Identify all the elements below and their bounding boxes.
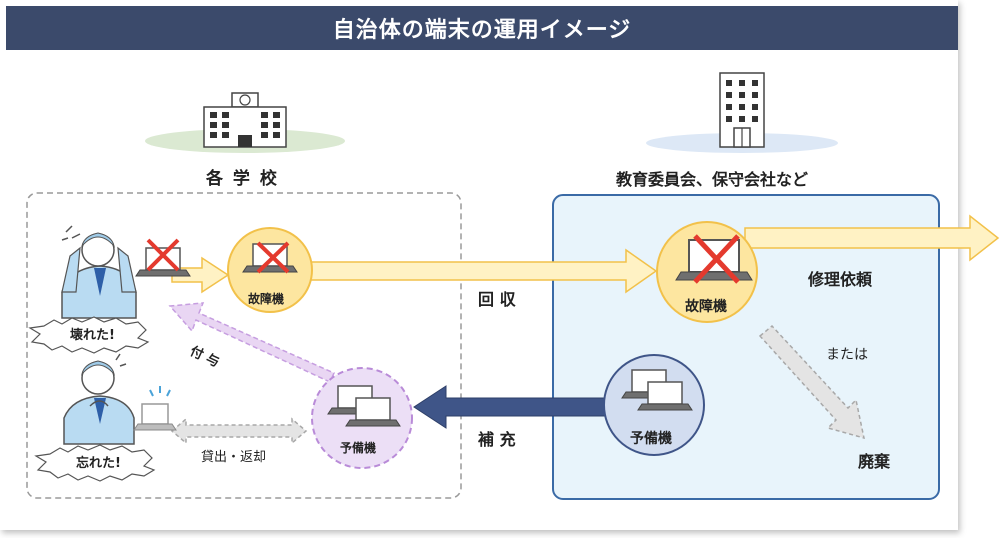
school-label: 各 学 校 [206, 169, 279, 189]
office-building-icon [646, 72, 838, 153]
office-spare-label: 予備機 [630, 431, 672, 447]
forgot-bubble-text: 忘れた! [76, 456, 121, 471]
cross-icon [693, 234, 740, 284]
report-arrow [171, 256, 230, 294]
dispose-arrow [758, 324, 865, 440]
grant-arrow [168, 302, 335, 384]
office-broken-label: 故障機 [685, 299, 727, 315]
lend-label: 貸出・返却 [201, 450, 267, 465]
collect-arrow [299, 248, 658, 294]
supply-label: 補 充 [478, 430, 516, 449]
laptop-icon [133, 386, 177, 431]
cross-icon [256, 241, 290, 274]
repair-arrow [744, 214, 1000, 262]
cross-icon [146, 238, 180, 272]
surprised-person-icon [63, 353, 135, 445]
school-broken-label: 故障機 [248, 292, 285, 306]
or-label: または [826, 347, 868, 363]
page-title: 自治体の端末の運用イメージ [6, 6, 958, 50]
school-building-icon [145, 92, 345, 153]
repair-label: 修理依頼 [808, 270, 873, 289]
collect-label: 回 収 [478, 290, 516, 309]
supply-arrow [413, 385, 606, 429]
broken-bubble [28, 316, 150, 354]
school-spare-label: 予備機 [340, 441, 377, 455]
broken-bubble-text: 壊れた! [70, 328, 115, 343]
lend-arrow [170, 417, 308, 445]
forgot-bubble [34, 444, 156, 482]
worried-person-icon [61, 225, 137, 319]
office-label: 教育委員会、保守会社など [616, 170, 809, 189]
dispose-label: 廃棄 [858, 452, 891, 471]
school-area [26, 192, 462, 499]
